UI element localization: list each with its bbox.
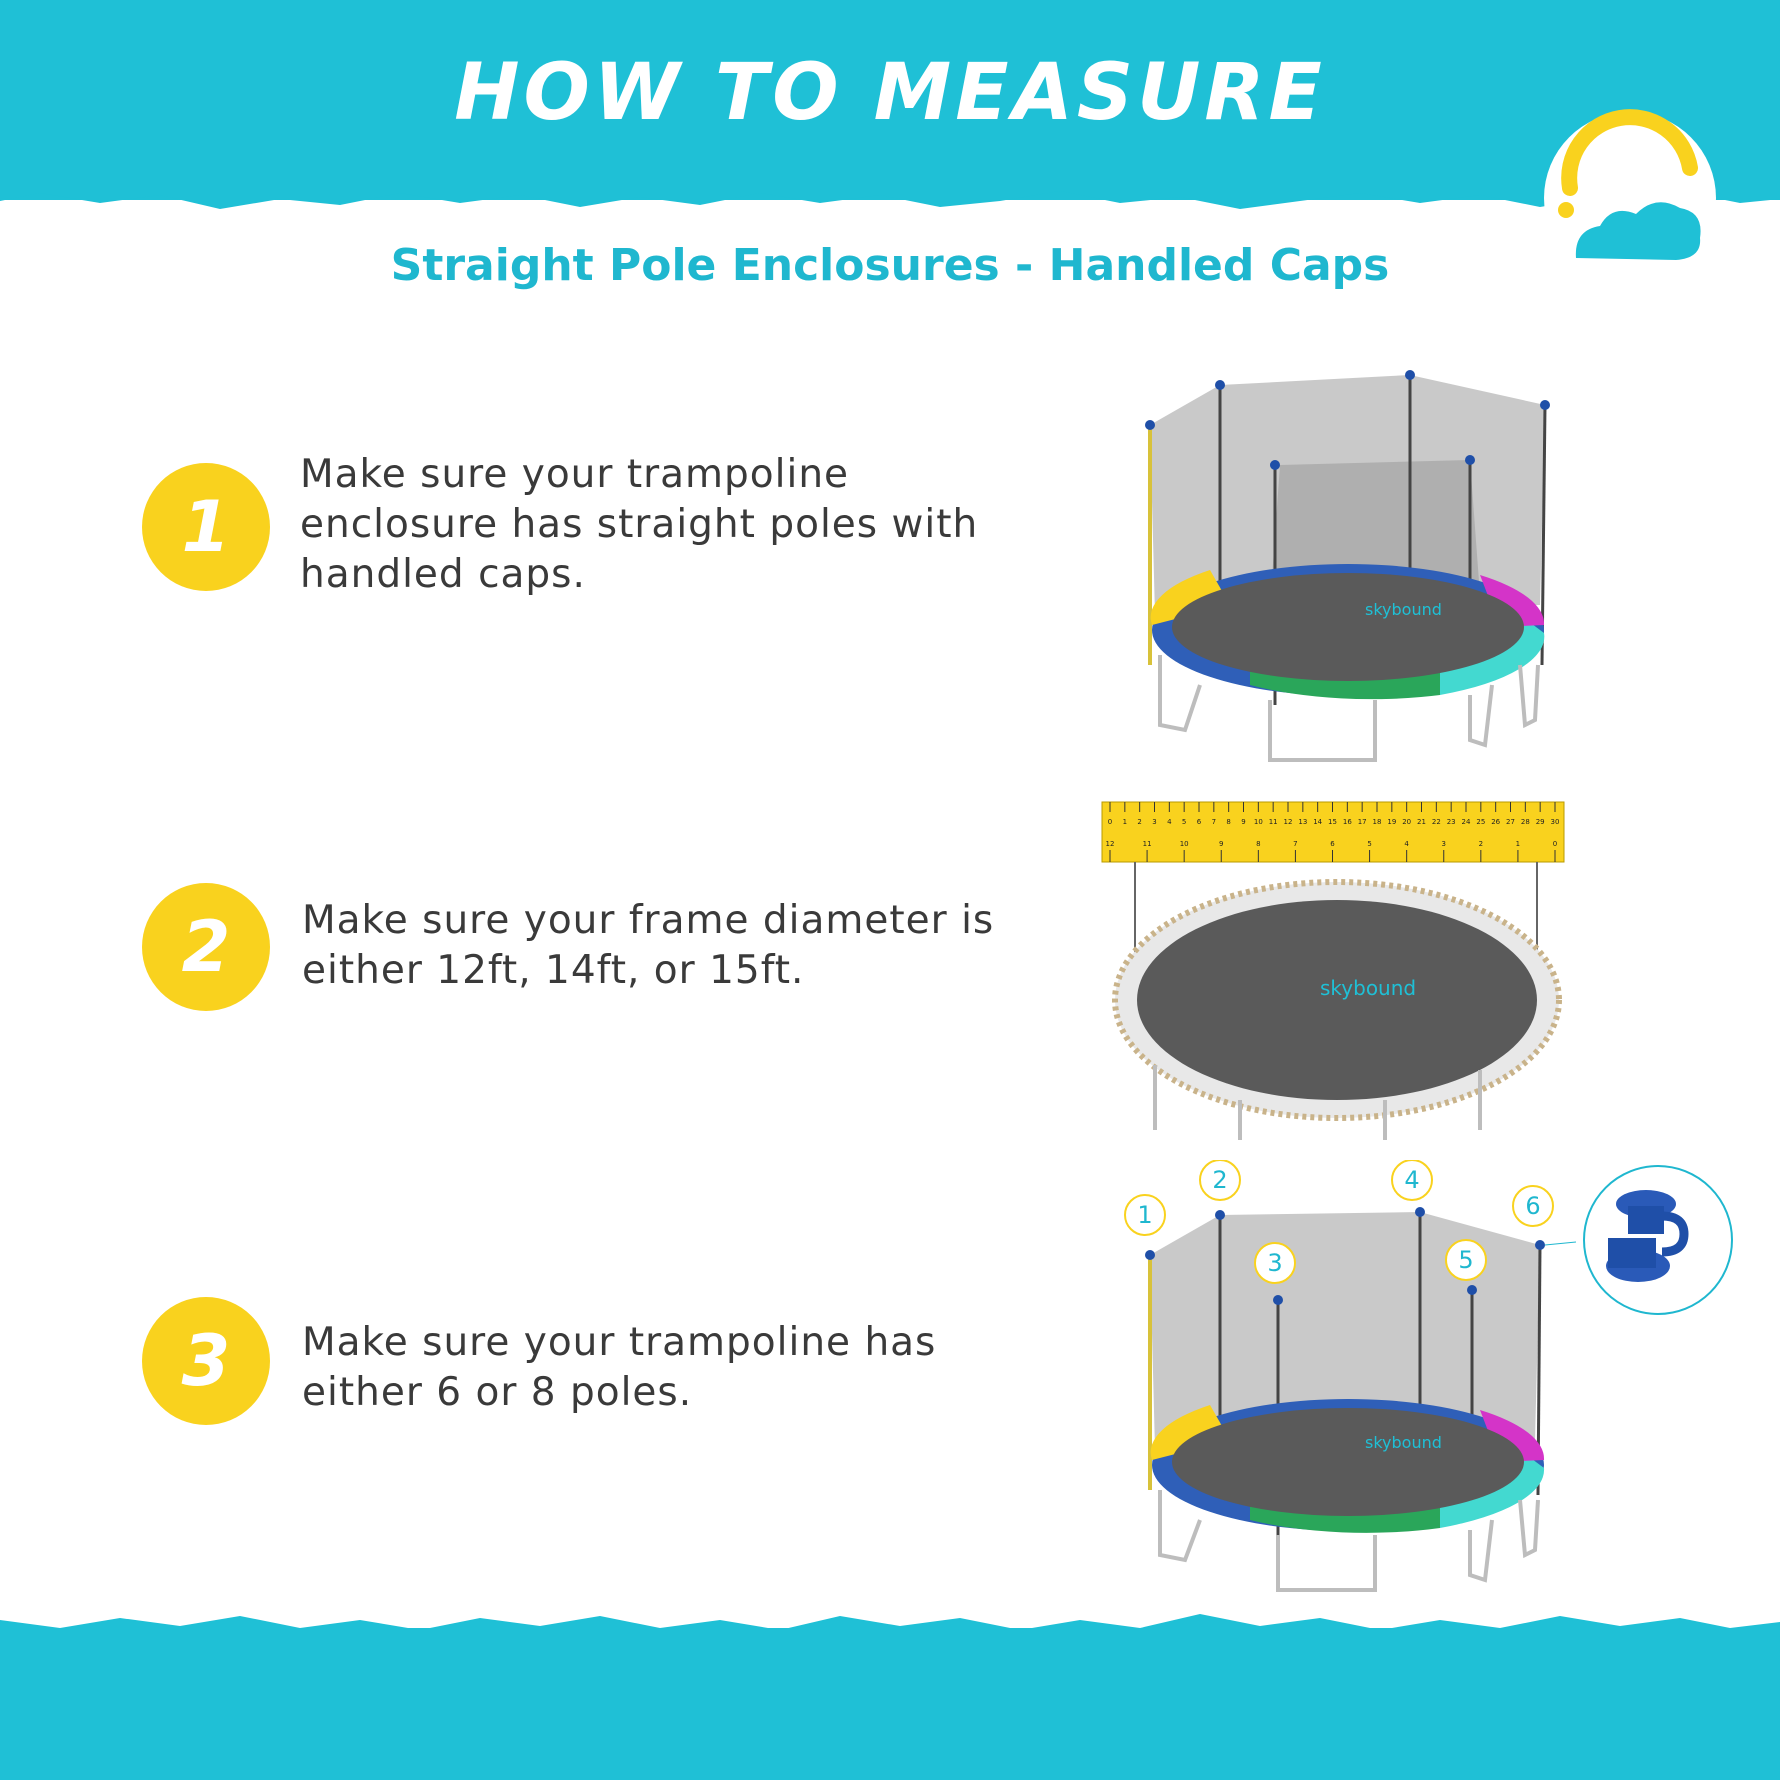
ruler-top-label: 13 [1298, 818, 1307, 826]
ruler-top-label: 7 [1212, 818, 1216, 826]
pole-label-2-circle [1199, 1160, 1241, 1201]
ruler-top-label: 16 [1343, 818, 1352, 826]
ruler-bottom-label: 6 [1330, 840, 1335, 848]
step-1-badge: 1 [142, 463, 270, 591]
ruler-top-label: 20 [1402, 818, 1411, 826]
pole-label-1: 1 [1137, 1201, 1152, 1229]
step-2-badge: 2 [142, 883, 270, 1011]
ruler-bottom-label: 12 [1106, 840, 1115, 848]
trampoline-enclosure-illustration: skybound [1145, 370, 1550, 762]
section-subtitle: Straight Pole Enclosures - Handled Caps [390, 240, 1390, 291]
page-title: HOW TO MEASURE [454, 48, 1326, 138]
step-3-text: Make sure your trampoline has either 6 o… [302, 1320, 937, 1415]
step-3-badge: 3 [142, 1297, 270, 1425]
ruler-top-label: 4 [1167, 818, 1172, 826]
step-1-text: Make sure your trampoline enclosure has … [300, 452, 979, 597]
ruler-top-label: 29 [1536, 818, 1545, 826]
pole-label-5: 5 [1458, 1246, 1473, 1274]
ruler-bottom-label: 2 [1479, 840, 1483, 848]
ruler-top-label: 5 [1182, 818, 1186, 826]
ruler-bottom-label: 3 [1442, 840, 1446, 848]
ruler-top-label: 8 [1226, 818, 1230, 826]
ruler-top-label: 21 [1417, 818, 1426, 826]
ruler-top-label: 2 [1137, 818, 1141, 826]
pole-label-6-circle [1512, 1185, 1554, 1227]
pole-label-4-circle [1391, 1160, 1433, 1201]
ruler-top-label: 23 [1447, 818, 1456, 826]
ruler-top-label: 15 [1328, 818, 1337, 826]
header-brush-edge [0, 185, 1780, 209]
mat-brand-label-2: skybound [1320, 976, 1416, 1000]
ruler-top-label: 6 [1197, 818, 1202, 826]
ruler-bottom-label: 10 [1180, 840, 1189, 848]
mat-brand-label-3: skybound [1365, 1433, 1442, 1452]
ruler-top-label: 26 [1491, 818, 1500, 826]
ruler-top-label: 18 [1373, 818, 1382, 826]
step-2-text: Make sure your frame diameter is either … [302, 898, 995, 993]
ruler-bottom-label: 7 [1293, 840, 1297, 848]
footer-band [0, 1628, 1780, 1780]
ruler-bottom-label: 0 [1553, 840, 1557, 848]
ruler-bottom-label: 8 [1256, 840, 1260, 848]
pole-label-3: 3 [1267, 1249, 1282, 1277]
ruler-bottom-label: 9 [1219, 840, 1223, 848]
pole-label-3-circle [1254, 1242, 1296, 1284]
ruler-top-label: 1 [1123, 818, 1127, 826]
pole-label-1-circle [1124, 1194, 1166, 1236]
ruler-top-label: 22 [1432, 818, 1441, 826]
ruler-top-label: 11 [1269, 818, 1278, 826]
ruler-bottom-label: 1 [1516, 840, 1520, 848]
ruler-top-label: 9 [1241, 818, 1245, 826]
poles-count-illustration: skybound 1 2 3 4 5 6 [1124, 1160, 1577, 1592]
mat-brand-label: skybound [1365, 600, 1442, 619]
ruler-bottom-label: 4 [1404, 840, 1409, 848]
ruler-top-label: 12 [1284, 818, 1293, 826]
ruler-bottom-label: 5 [1367, 840, 1371, 848]
pole-label-5-circle [1445, 1239, 1487, 1281]
ruler-top-label: 27 [1506, 818, 1515, 826]
handled-cap-icon [1583, 1165, 1733, 1315]
ruler-top-label: 19 [1387, 818, 1396, 826]
ruler-top-label: 25 [1476, 818, 1485, 826]
ruler-top-label: 14 [1313, 818, 1322, 826]
ruler-top-label: 24 [1462, 818, 1471, 826]
ruler-top-label: 3 [1152, 818, 1156, 826]
pole-label-2: 2 [1212, 1166, 1227, 1194]
ruler-bottom-label: 11 [1143, 840, 1152, 848]
ruler-top-label: 10 [1254, 818, 1263, 826]
ruler-top-label: 0 [1108, 818, 1112, 826]
ruler-top-label: 17 [1358, 818, 1367, 826]
pole-label-6: 6 [1525, 1192, 1540, 1220]
header-band [0, 0, 1780, 200]
ruler-top-label: 28 [1521, 818, 1530, 826]
brand-logo-icon [1544, 109, 1716, 284]
ruler-top-label: 30 [1551, 818, 1560, 826]
pole-label-4: 4 [1404, 1166, 1419, 1194]
